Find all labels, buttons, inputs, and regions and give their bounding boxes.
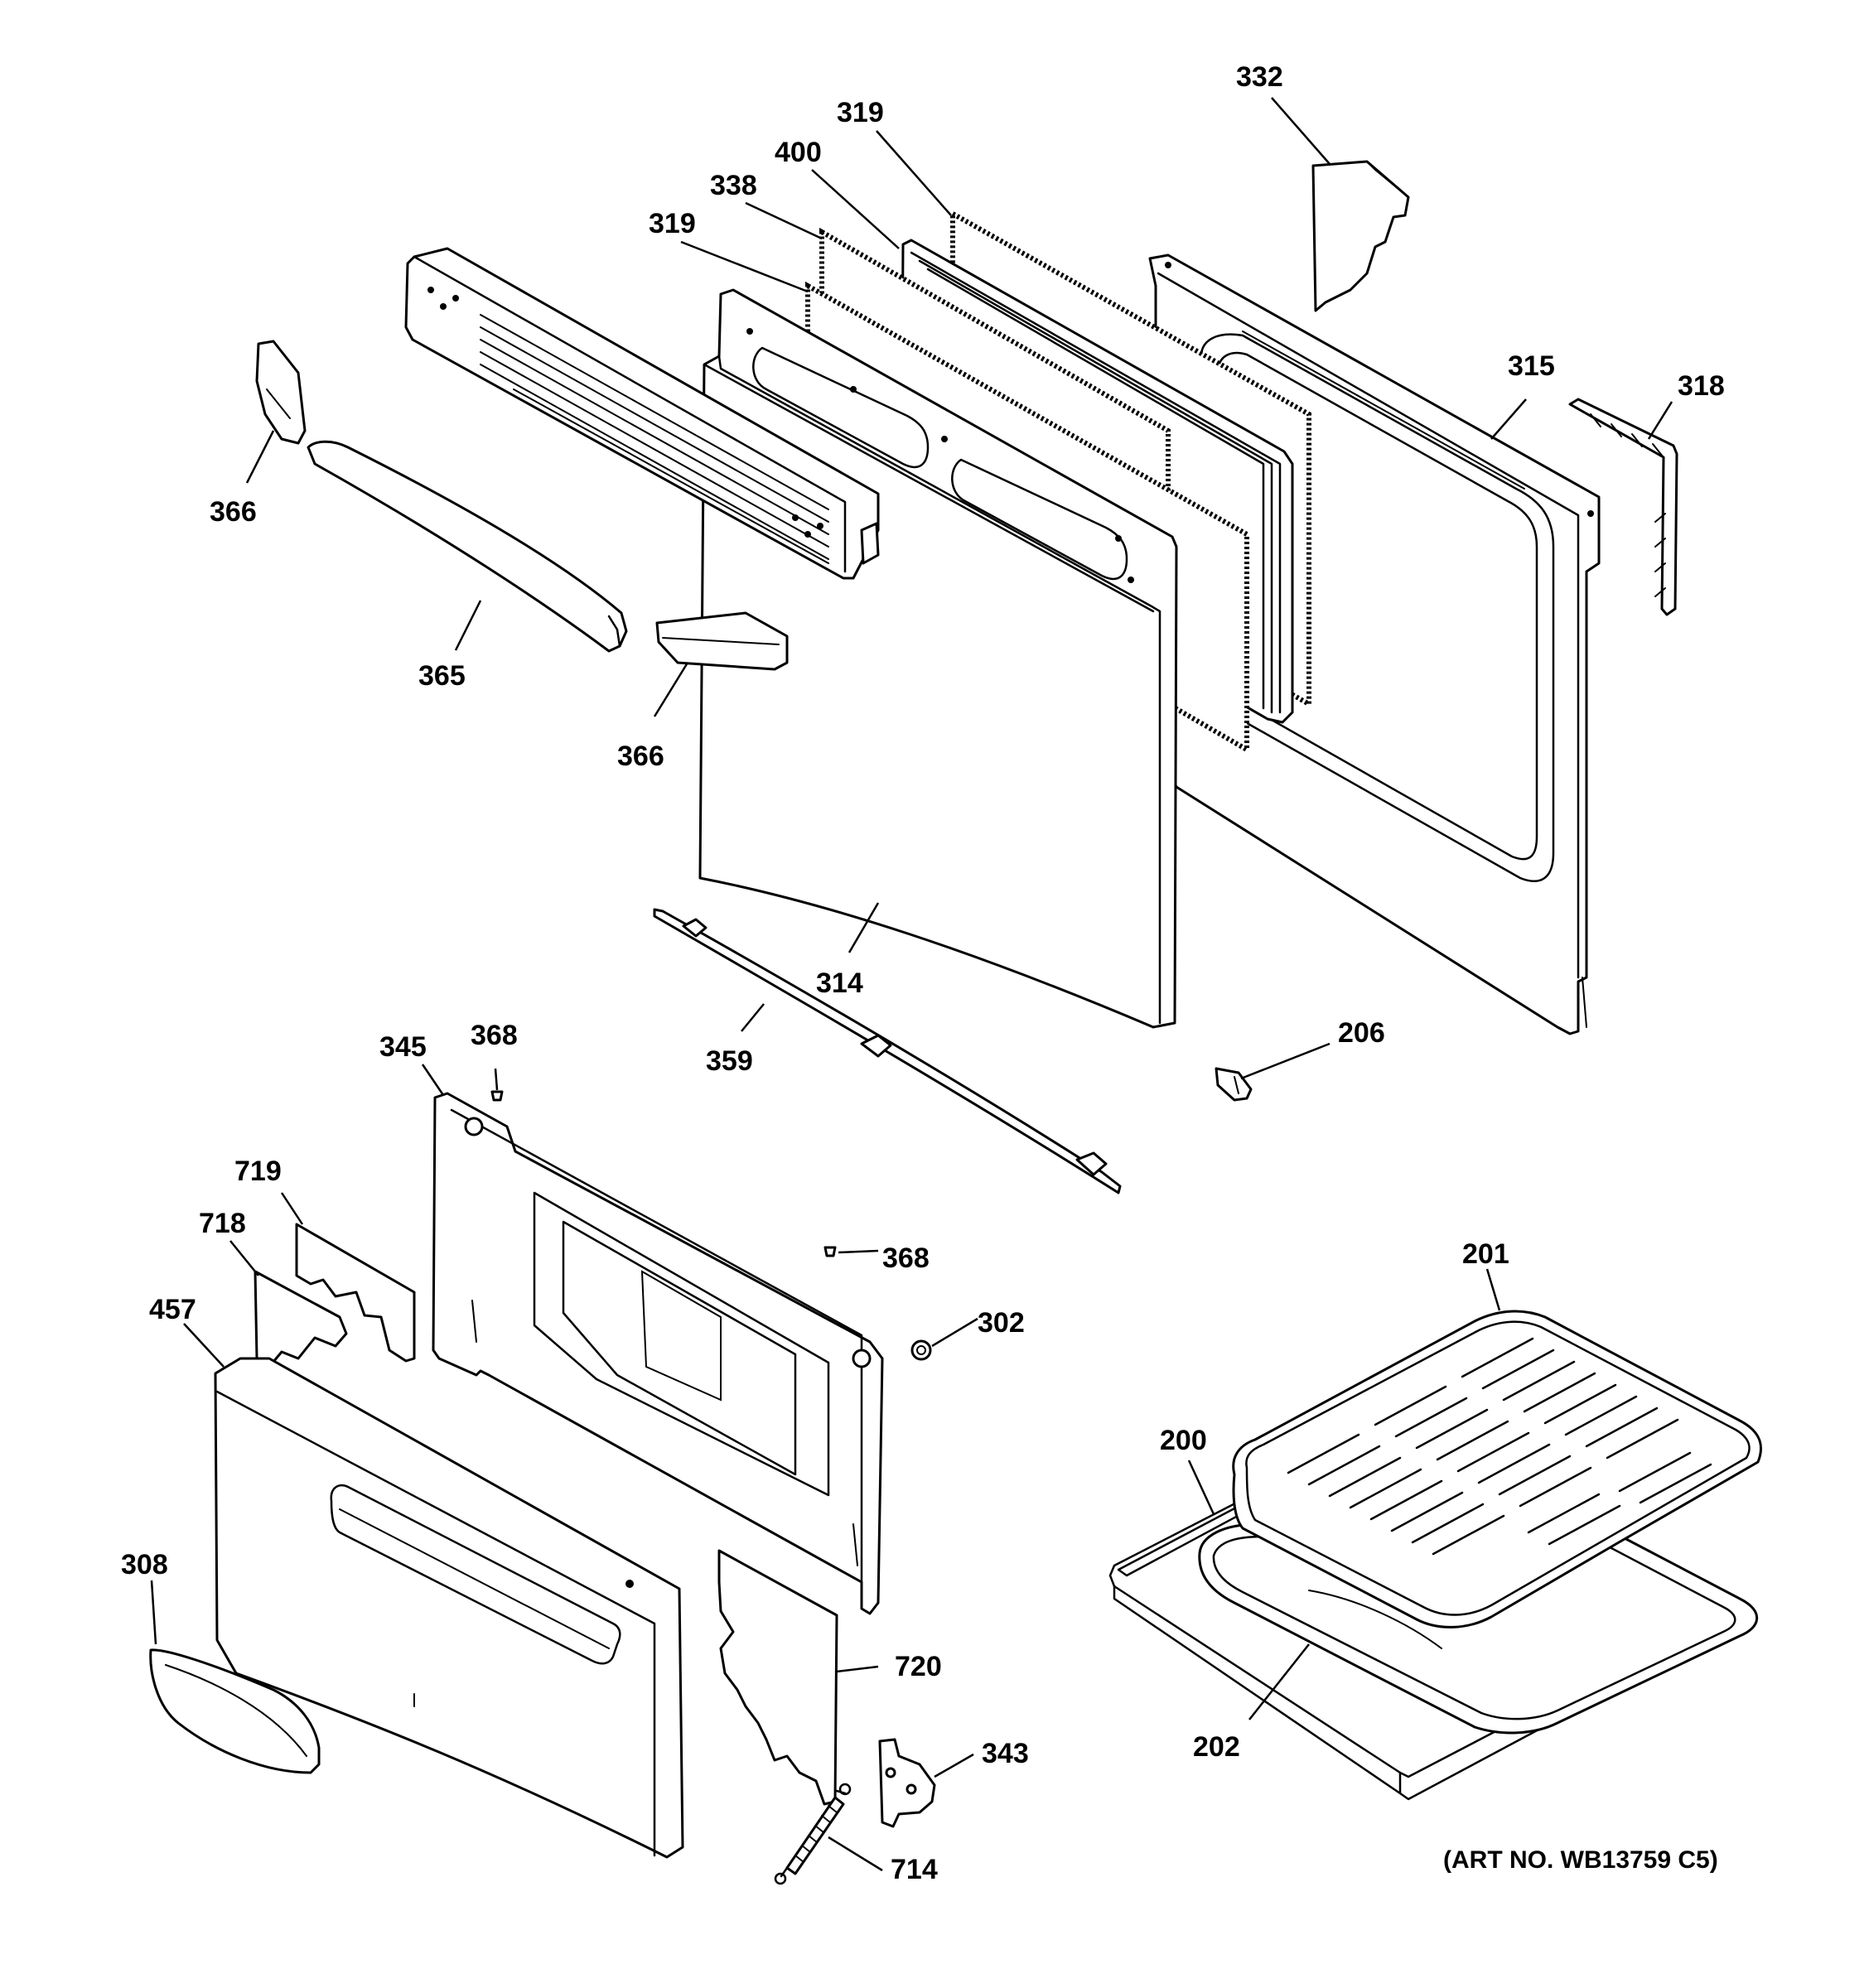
callout-338: 338 <box>710 170 757 201</box>
callout-714: 714 <box>891 1854 938 1885</box>
part-366-handle-endcap-left <box>255 340 307 445</box>
part-719-insulation <box>295 1223 416 1363</box>
callout-308: 308 <box>121 1549 168 1580</box>
callout-719: 719 <box>234 1156 282 1187</box>
callout-315: 315 <box>1508 350 1555 382</box>
part-368-screw-right <box>823 1246 837 1257</box>
callout-319-front: 319 <box>649 208 696 239</box>
callout-206: 206 <box>1338 1017 1385 1049</box>
part-368-screw-top <box>490 1090 504 1102</box>
part-365-door-handle <box>307 440 628 653</box>
part-457-drawer-front <box>214 1357 684 1859</box>
callout-332: 332 <box>1236 61 1283 93</box>
callout-368-top: 368 <box>471 1020 518 1051</box>
part-302-nut <box>910 1339 932 1361</box>
callout-368-right: 368 <box>882 1242 930 1274</box>
leader-lines <box>150 97 1673 1872</box>
callout-314: 314 <box>816 967 863 999</box>
callout-366-left: 366 <box>210 496 257 528</box>
callout-200: 200 <box>1160 1425 1207 1456</box>
callout-359: 359 <box>706 1045 753 1077</box>
part-206-screw <box>1215 1067 1253 1102</box>
callout-numbers: 332 319 400 338 319 315 318 366 365 366 … <box>121 61 1725 1885</box>
callout-202: 202 <box>1193 1731 1240 1763</box>
callout-302: 302 <box>978 1307 1025 1339</box>
callout-400: 400 <box>775 137 822 168</box>
part-332-insulation <box>1311 160 1410 312</box>
part-359-bottom-trim <box>653 908 1122 1194</box>
callout-345: 345 <box>379 1031 427 1063</box>
broiler-grid-slots <box>1287 1337 1712 1556</box>
callout-457: 457 <box>149 1294 196 1325</box>
art-number-label: (ART NO. WB13759 C5) <box>1443 1846 1718 1874</box>
part-366-handle-endcap-right <box>655 611 789 671</box>
callout-718: 718 <box>199 1208 246 1239</box>
part-318-hinge-strip <box>1568 398 1678 616</box>
callout-720: 720 <box>895 1651 942 1682</box>
part-714-spring <box>774 1783 852 1885</box>
callout-319-rear: 319 <box>837 97 884 128</box>
part-control-panel-vent <box>404 247 880 580</box>
part-345-drawer-inner-panel <box>432 1092 884 1615</box>
part-343-bracket <box>878 1738 936 1828</box>
part-201-broiler-grid <box>1232 1310 1762 1629</box>
callout-201: 201 <box>1462 1238 1509 1270</box>
part-720-insulation <box>717 1549 838 1806</box>
callout-365: 365 <box>418 660 466 692</box>
callout-318: 318 <box>1678 370 1725 402</box>
callout-366-right: 366 <box>617 741 664 772</box>
callout-343: 343 <box>982 1738 1029 1769</box>
part-308-drawer-handle <box>149 1648 321 1774</box>
